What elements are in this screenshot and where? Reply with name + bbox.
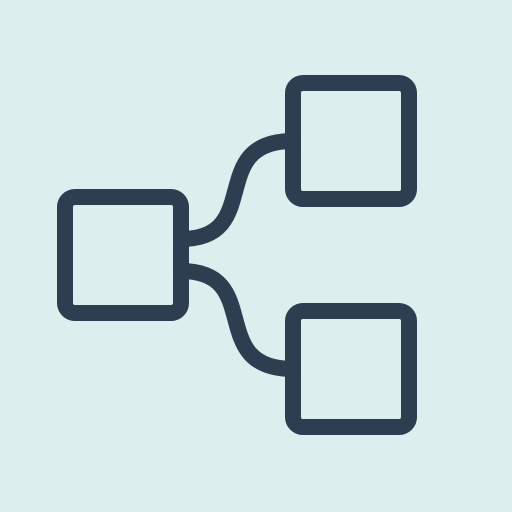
- root-node-box: [57, 189, 189, 321]
- connector-top: [173, 133, 301, 247]
- child-node-bottom-box: [285, 303, 417, 435]
- connector-bottom: [173, 263, 301, 377]
- child-node-top-box: [285, 75, 417, 207]
